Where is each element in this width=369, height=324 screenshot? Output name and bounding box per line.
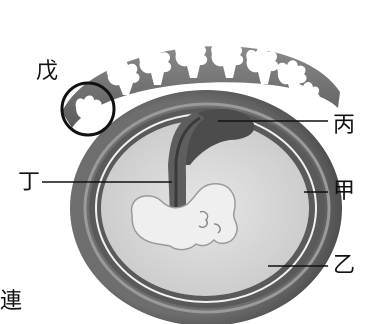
label-jia: 甲 [333,181,355,203]
label-ding: 丁 [18,172,40,194]
label-yi: 乙 [333,255,355,277]
highlighted-villus [76,96,102,128]
label-corner: 連 [0,291,22,313]
label-bing: 丙 [333,115,355,137]
label-wu: 戊 [36,61,58,83]
